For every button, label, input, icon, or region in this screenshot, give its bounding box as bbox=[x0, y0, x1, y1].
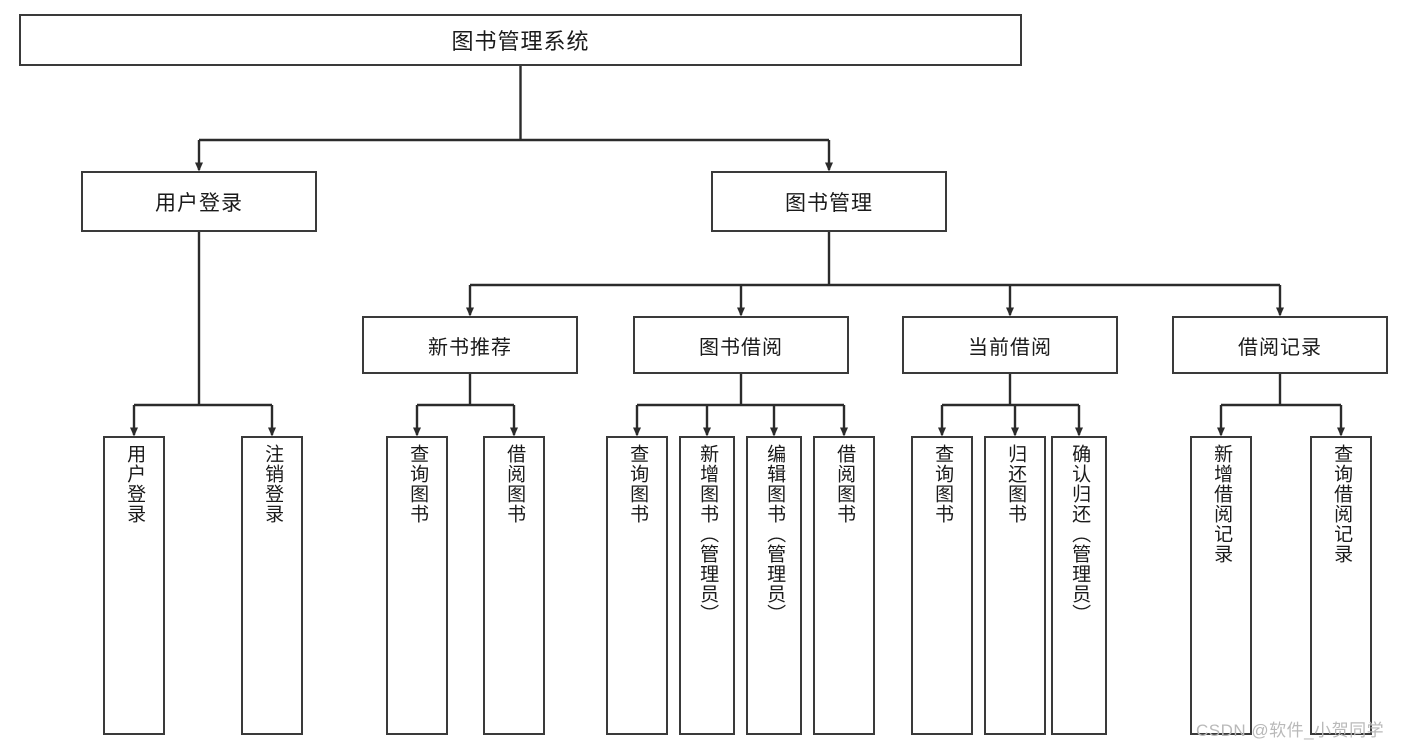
node-leaf-add-record[interactable]: 新增借阅记录 bbox=[1190, 436, 1252, 735]
node-l2-borrow-record[interactable]: 借阅记录 bbox=[1172, 316, 1388, 374]
node-label-leaf-logout: 注销登录 bbox=[262, 444, 284, 524]
node-label-l1-book-manage: 图书管理 bbox=[785, 191, 873, 215]
node-label-l2-borrow-record: 借阅记录 bbox=[1238, 336, 1322, 359]
node-leaf-edit-book[interactable]: 编辑图书（管理员） bbox=[746, 436, 802, 735]
node-leaf-query-record[interactable]: 查询借阅记录 bbox=[1310, 436, 1372, 735]
node-leaf-query-book-2[interactable]: 查询图书 bbox=[606, 436, 668, 735]
node-label-leaf-confirm-return: 确认归还（管理员） bbox=[1069, 444, 1091, 624]
node-label-l1-user-login: 用户登录 bbox=[155, 191, 243, 215]
node-label-l2-book-borrow: 图书借阅 bbox=[699, 336, 783, 359]
node-label-leaf-borrow-book-1: 借阅图书 bbox=[504, 444, 526, 524]
node-leaf-confirm-return[interactable]: 确认归还（管理员） bbox=[1051, 436, 1107, 735]
watermark-label: CSDN @软件_小贺同学 bbox=[1196, 721, 1385, 740]
node-label-l2-current-borrow: 当前借阅 bbox=[968, 336, 1052, 359]
node-l2-book-borrow[interactable]: 图书借阅 bbox=[633, 316, 849, 374]
node-label-leaf-add-book: 新增图书（管理员） bbox=[697, 444, 719, 624]
node-leaf-logout[interactable]: 注销登录 bbox=[241, 436, 303, 735]
node-label-leaf-edit-book: 编辑图书（管理员） bbox=[764, 444, 786, 624]
node-label-leaf-add-record: 新增借阅记录 bbox=[1211, 444, 1233, 564]
node-l1-user-login[interactable]: 用户登录 bbox=[81, 171, 317, 232]
node-leaf-return-book[interactable]: 归还图书 bbox=[984, 436, 1046, 735]
node-root[interactable]: 图书管理系统 bbox=[19, 14, 1022, 66]
node-leaf-user-login[interactable]: 用户登录 bbox=[103, 436, 165, 735]
node-l1-book-manage[interactable]: 图书管理 bbox=[711, 171, 947, 232]
node-label-leaf-query-book-1: 查询图书 bbox=[407, 444, 429, 524]
node-label-leaf-query-record: 查询借阅记录 bbox=[1331, 444, 1353, 564]
node-leaf-query-book-1[interactable]: 查询图书 bbox=[386, 436, 448, 735]
node-label-leaf-return-book: 归还图书 bbox=[1005, 444, 1027, 524]
node-label-l2-new-book-rec: 新书推荐 bbox=[428, 336, 512, 359]
node-label-root: 图书管理系统 bbox=[451, 29, 590, 54]
node-leaf-borrow-book-2[interactable]: 借阅图书 bbox=[813, 436, 875, 735]
node-label-leaf-query-book-3: 查询图书 bbox=[932, 444, 954, 524]
node-label-leaf-user-login: 用户登录 bbox=[124, 444, 146, 524]
node-leaf-add-book[interactable]: 新增图书（管理员） bbox=[679, 436, 735, 735]
node-label-leaf-query-book-2: 查询图书 bbox=[627, 444, 649, 524]
node-l2-current-borrow[interactable]: 当前借阅 bbox=[902, 316, 1118, 374]
node-label-leaf-borrow-book-2: 借阅图书 bbox=[834, 444, 856, 524]
node-l2-new-book-rec[interactable]: 新书推荐 bbox=[362, 316, 578, 374]
node-leaf-borrow-book-1[interactable]: 借阅图书 bbox=[483, 436, 545, 735]
node-leaf-query-book-3[interactable]: 查询图书 bbox=[911, 436, 973, 735]
